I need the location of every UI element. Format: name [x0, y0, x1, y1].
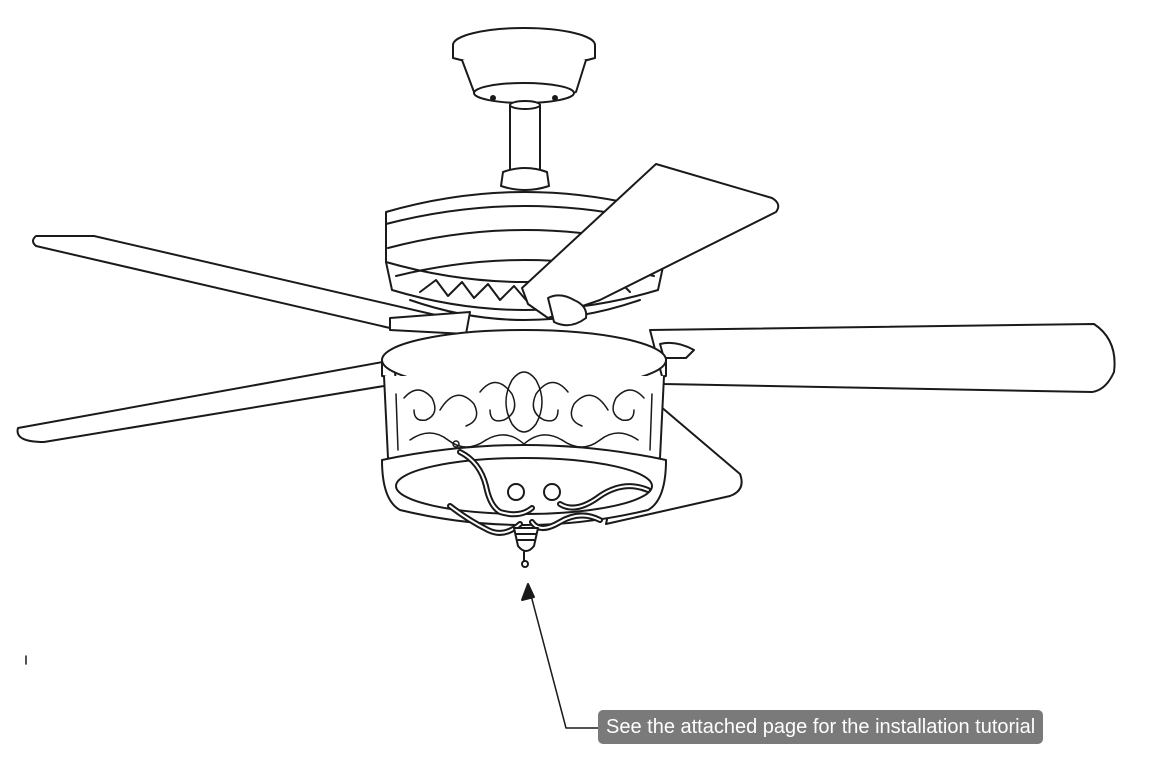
fan-blade-right [649, 323, 1116, 393]
finial [513, 527, 539, 568]
callout-text: See the attached page for the installati… [606, 716, 1036, 738]
downrod [500, 100, 550, 191]
fan-blade-lower-left [16, 359, 397, 443]
callout-leader [521, 583, 599, 729]
light-arms [447, 449, 651, 536]
installation-callout: See the attached page for the installati… [598, 710, 1044, 744]
fan-blade-upper-right [521, 163, 780, 327]
light-kit-cage [381, 329, 667, 526]
canopy [452, 27, 596, 106]
